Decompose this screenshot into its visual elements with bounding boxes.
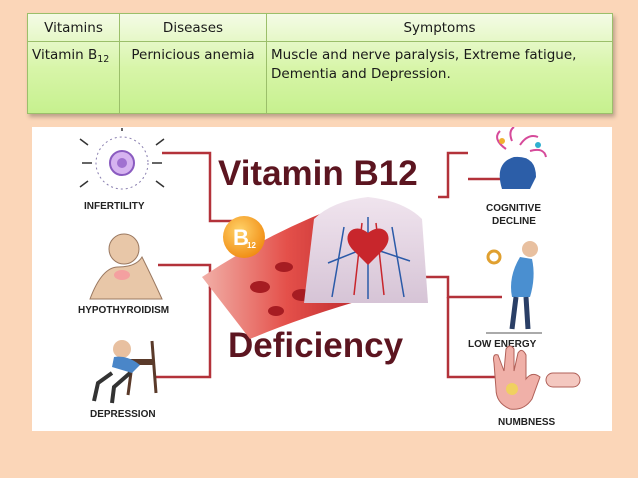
vitamin-name: Vitamin B	[32, 47, 98, 63]
infographic-svg: Vitamin B12 Deficiency B 12 INFERTILITY …	[78, 127, 581, 428]
symptoms-line-1: Muscle and nerve paralysis, Extreme fati…	[271, 47, 577, 63]
label-infertility: INFERTILITY	[84, 201, 145, 212]
label-cognitive-decline-1: COGNITIVE	[486, 203, 541, 214]
deficiency-infographic: Vitamin B12 Deficiency B 12 INFERTILITY …	[32, 127, 612, 431]
cell-disease: Pernicious anemia	[119, 41, 267, 114]
cognitive-decline-icon	[496, 127, 547, 189]
table-header-row: Vitamins Diseases Symptoms	[27, 13, 613, 42]
cell-symptoms: Muscle and nerve paralysis, Extreme fati…	[266, 41, 613, 114]
depression-icon	[92, 340, 158, 404]
header-symptoms: Symptoms	[266, 13, 613, 42]
header-vitamins: Vitamins	[27, 13, 120, 42]
cell-vitamin: Vitamin B12	[27, 41, 120, 114]
label-hypothyroidism: HYPOTHYROIDISM	[78, 305, 169, 316]
capsule-letter: B	[233, 225, 249, 250]
label-low-energy: LOW ENERGY	[468, 339, 537, 350]
torso-heart-illustration	[304, 197, 428, 303]
low-energy-icon	[486, 241, 542, 334]
vitamin-b12-capsule-icon: B 12	[223, 216, 265, 258]
label-depression: DEPRESSION	[90, 409, 156, 420]
connector-lines	[156, 151, 504, 379]
label-numbness: NUMBNESS	[498, 417, 556, 428]
vitamin-subscript: 12	[97, 54, 110, 65]
title-vitamin-b12: Vitamin B12	[218, 154, 418, 193]
header-diseases: Diseases	[119, 13, 267, 42]
hypothyroidism-icon	[89, 233, 163, 300]
vitamin-table: Vitamins Diseases Symptoms Vitamin B12 P…	[27, 13, 613, 114]
table-row: Vitamin B12 Pernicious anemia Muscle and…	[27, 41, 613, 114]
numbness-icon	[493, 345, 581, 410]
capsule-subscript: 12	[247, 241, 256, 250]
infertility-icon	[79, 128, 165, 190]
symptoms-line-2: Dementia and Depression.	[271, 66, 451, 82]
label-cognitive-decline-2: DECLINE	[492, 216, 536, 227]
